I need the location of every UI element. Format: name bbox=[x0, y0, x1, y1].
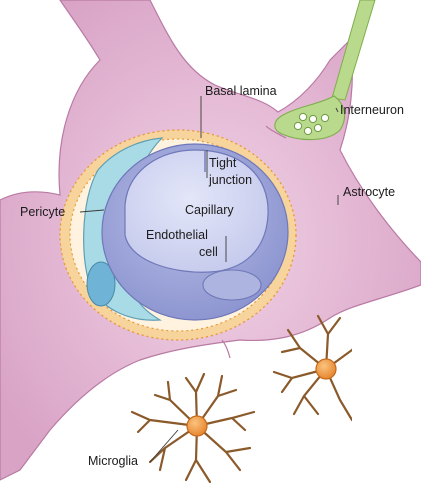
microglia-soma bbox=[316, 359, 336, 379]
label-interneuron: Interneuron bbox=[340, 103, 404, 117]
microglia-1 bbox=[132, 374, 254, 482]
label-endothelial-2: cell bbox=[199, 245, 218, 259]
label-capillary: Capillary bbox=[185, 203, 234, 217]
label-endothelial-1: Endothelial bbox=[146, 228, 208, 242]
label-microglia: Microglia bbox=[88, 454, 138, 468]
vesicle-icon bbox=[321, 114, 328, 121]
endothelial-nucleus bbox=[203, 270, 261, 300]
vesicle-icon bbox=[309, 115, 316, 122]
label-astrocyte: Astrocyte bbox=[343, 185, 395, 199]
blank-panel bbox=[352, 312, 421, 502]
label-tight-junction-2: junction bbox=[208, 173, 252, 187]
vesicle-icon bbox=[304, 127, 311, 134]
vesicle-icon bbox=[294, 122, 301, 129]
vesicle-icon bbox=[314, 124, 321, 131]
label-pericyte: Pericyte bbox=[20, 205, 65, 219]
label-basal-lamina: Basal lamina bbox=[205, 84, 277, 98]
vesicle-icon bbox=[299, 113, 306, 120]
microglia-soma bbox=[187, 416, 207, 436]
label-tight-junction-1: Tight bbox=[209, 156, 237, 170]
interneuron-axon bbox=[332, 0, 375, 100]
